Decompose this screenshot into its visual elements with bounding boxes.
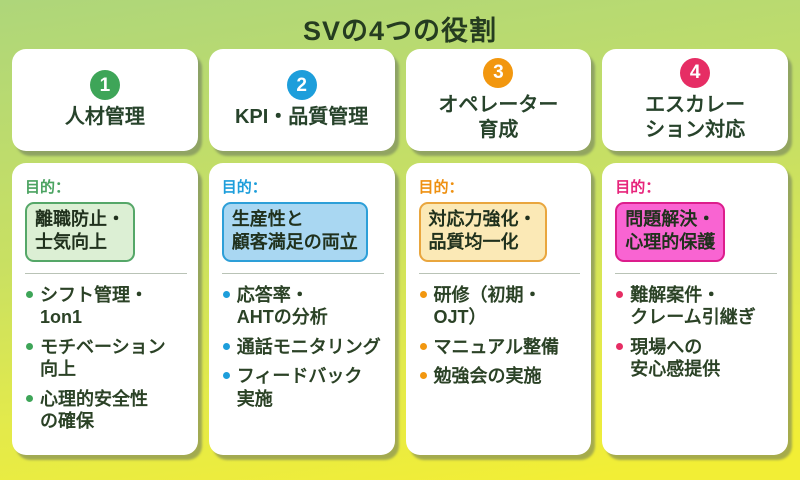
item-list-4: 難解案件・ クレーム引継ぎ 現場への 安心感提供	[615, 284, 777, 381]
body-card-4: 目的： 問題解決・ 心理的保護 難解案件・ クレーム引継ぎ 現場への 安心感提供	[602, 163, 788, 455]
purpose-label-3: 目的：	[418, 179, 464, 196]
list-item: 現場への 安心感提供	[615, 336, 777, 381]
divider-2	[221, 272, 384, 274]
list-item-text: 勉強会の実施	[433, 366, 542, 387]
list-item: 心理的安全性 の確保	[25, 388, 187, 433]
bullet-dot-icon	[26, 394, 33, 402]
column-personnel-management: 1 人材管理 目的： 離職防止・ 士気向上 シフト管理・ 1on1 モチベーショ…	[12, 49, 198, 455]
list-item: 勉強会の実施	[419, 365, 581, 388]
purpose-box-4: 問題解決・ 心理的保護	[615, 202, 726, 262]
number-badge-1: 1	[89, 70, 120, 100]
list-item-text: マニュアル整備	[433, 336, 559, 357]
list-item: 通話モニタリング	[222, 336, 384, 359]
divider-4	[615, 272, 777, 274]
purpose-label-2: 目的：	[221, 179, 267, 196]
bullet-dot-icon	[616, 342, 624, 350]
header-card-4: 4 エスカレー ション対応	[602, 49, 788, 151]
list-item: 応答率・ AHTの分析	[222, 284, 384, 329]
list-item: シフト管理・ 1on1	[25, 284, 187, 329]
column-title-4: エスカレー ション対応	[645, 93, 746, 141]
divider-1	[25, 272, 187, 274]
body-card-2: 目的： 生産性と 顧客満足の両立 応答率・ AHTの分析 通話モニタリング フィ…	[208, 163, 395, 455]
item-list-2: 応答率・ AHTの分析 通話モニタリング フィードバック 実施	[222, 284, 384, 411]
column-escalation-response: 4 エスカレー ション対応 目的： 問題解決・ 心理的保護 難解案件・ クレーム…	[602, 49, 788, 455]
column-operator-training: 3 オペレーター 育成 目的： 対応力強化・ 品質均一化 研修（初期・ OJT）…	[405, 49, 592, 455]
list-item-text: モチベーション 向上	[40, 336, 166, 380]
header-card-1: 1 人材管理	[12, 49, 198, 151]
number-badge-4: 4	[680, 57, 711, 88]
bullet-dot-icon	[222, 342, 230, 350]
bullet-dot-icon	[26, 290, 33, 298]
list-item-text: シフト管理・ 1on1	[40, 284, 148, 328]
list-item-text: 難解案件・ クレーム引継ぎ	[630, 284, 756, 328]
column-title-2: KPI・品質管理	[234, 106, 369, 128]
list-item: 難解案件・ クレーム引継ぎ	[615, 284, 777, 329]
body-card-3: 目的： 対応力強化・ 品質均一化 研修（初期・ OJT） マニュアル整備 勉強会…	[405, 163, 592, 455]
purpose-box-1: 離職防止・ 士気向上	[25, 202, 135, 262]
number-badge-3: 3	[483, 57, 514, 88]
divider-3	[418, 272, 581, 274]
item-list-3: 研修（初期・ OJT） マニュアル整備 勉強会の実施	[419, 284, 581, 388]
purpose-label-4: 目的：	[615, 179, 661, 196]
column-kpi-quality: 2 KPI・品質管理 目的： 生産性と 顧客満足の両立 応答率・ AHTの分析 …	[208, 49, 395, 455]
page-title: SVの4つの役割	[302, 16, 498, 46]
item-list-1: シフト管理・ 1on1 モチベーション 向上 心理的安全性 の確保	[25, 284, 187, 433]
list-item-text: 心理的安全性 の確保	[40, 388, 148, 432]
list-item: マニュアル整備	[419, 336, 581, 359]
list-item: 研修（初期・ OJT）	[419, 284, 581, 329]
bullet-dot-icon	[419, 372, 427, 380]
purpose-label-1: 目的：	[25, 179, 71, 196]
bullet-dot-icon	[26, 342, 33, 350]
header-card-2: 2 KPI・品質管理	[208, 49, 395, 151]
list-item: モチベーション 向上	[25, 336, 187, 381]
columns-container: 1 人材管理 目的： 離職防止・ 士気向上 シフト管理・ 1on1 モチベーショ…	[0, 47, 800, 455]
purpose-box-3: 対応力強化・ 品質均一化	[418, 202, 547, 262]
column-title-3: オペレーター 育成	[438, 93, 559, 141]
column-title-1: 人材管理	[64, 106, 145, 128]
bullet-dot-icon	[419, 342, 427, 350]
header-card-3: 3 オペレーター 育成	[405, 49, 592, 151]
list-item-text: 応答率・ AHTの分析	[236, 284, 328, 328]
number-badge-2: 2	[286, 70, 317, 100]
purpose-box-2: 生産性と 顧客満足の両立	[221, 202, 368, 262]
body-card-1: 目的： 離職防止・ 士気向上 シフト管理・ 1on1 モチベーション 向上 心理…	[12, 163, 198, 455]
bullet-dot-icon	[222, 290, 230, 298]
list-item-text: フィードバック 実施	[236, 366, 363, 409]
list-item-text: 現場への 安心感提供	[630, 336, 721, 380]
bullet-dot-icon	[222, 372, 230, 380]
list-item-text: 研修（初期・ OJT）	[433, 284, 542, 328]
list-item: フィードバック 実施	[222, 365, 384, 410]
bullet-dot-icon	[419, 290, 427, 298]
bullet-dot-icon	[616, 290, 624, 298]
list-item-text: 通話モニタリング	[236, 336, 381, 357]
